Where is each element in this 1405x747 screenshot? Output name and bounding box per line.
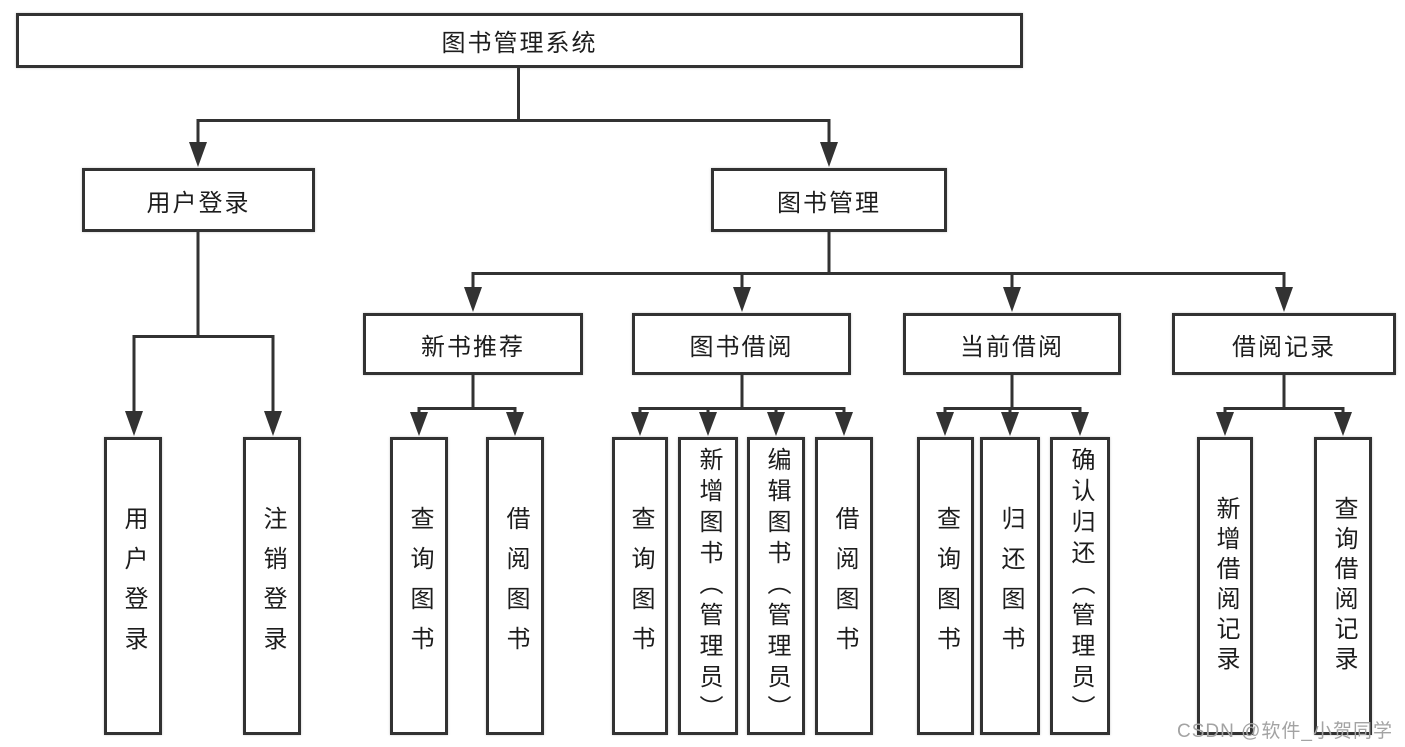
node-label: 注销登录 <box>259 506 286 666</box>
arrow-down-icon <box>410 412 428 436</box>
arrow-down-icon <box>1001 412 1019 436</box>
connector-current-borrowing-branch <box>943 374 1082 416</box>
node-label: 图书管理系统 <box>441 30 598 57</box>
node-label: 用户登录 <box>146 189 251 217</box>
arrow-down-icon <box>464 287 482 312</box>
connector-book-borrowing-branch <box>638 374 846 416</box>
arrow-down-icon <box>125 411 143 436</box>
arrow-down-icon <box>835 412 853 436</box>
node-query-borrow-record: 查询借阅记录 <box>1314 437 1372 735</box>
arrow-down-icon <box>1003 287 1021 312</box>
node-book-management: 图书管理 <box>711 168 947 232</box>
node-label: 确认归还（管理员） <box>1067 446 1094 726</box>
arrow-down-icon <box>1275 287 1293 312</box>
arrow-down-icon <box>1071 412 1089 436</box>
connector-new-book-branch <box>417 374 517 416</box>
node-label: 图书管理 <box>777 189 881 217</box>
node-label: 归还图书 <box>997 506 1024 666</box>
connector-borrowing-records-branch <box>1223 374 1345 416</box>
node-new-book-recommend: 新书推荐 <box>363 313 583 375</box>
watermark: CSDN @软件_小贺同学 <box>1177 721 1393 742</box>
node-query-books-current: 查询图书 <box>917 437 974 735</box>
node-current-borrowing: 当前借阅 <box>903 313 1121 375</box>
arrow-down-icon <box>936 412 954 436</box>
node-label: 借阅图书 <box>502 506 529 666</box>
node-label: 借阅图书 <box>831 506 858 666</box>
arrow-down-icon <box>1334 412 1352 436</box>
node-borrowing-records: 借阅记录 <box>1172 313 1396 375</box>
arrow-down-icon <box>506 412 524 436</box>
arrow-down-icon <box>631 412 649 436</box>
node-logout: 注销登录 <box>243 437 301 735</box>
node-label: 新书推荐 <box>421 333 525 361</box>
node-confirm-return-admin: 确认归还（管理员） <box>1050 437 1110 735</box>
node-label: 查询借阅记录 <box>1330 496 1357 676</box>
node-label: 图书借阅 <box>689 333 794 361</box>
arrow-down-icon <box>767 412 785 436</box>
node-edit-book-admin: 编辑图书（管理员） <box>747 437 805 735</box>
connector-user-login-branch <box>132 231 275 416</box>
node-label: 当前借阅 <box>960 333 1064 361</box>
arrow-down-icon <box>1216 412 1234 436</box>
node-root: 图书管理系统 <box>16 13 1023 68</box>
node-borrow-books-recommend: 借阅图书 <box>486 437 544 735</box>
connector-book-management-branch <box>471 231 1286 292</box>
node-query-books-borrowing: 查询图书 <box>612 437 668 735</box>
node-label: 新增图书（管理员） <box>695 446 722 726</box>
node-return-book: 归还图书 <box>980 437 1040 735</box>
arrow-down-icon <box>189 142 207 167</box>
node-user-login-group: 用户登录 <box>82 168 315 232</box>
node-user-login: 用户登录 <box>104 437 162 735</box>
arrow-down-icon <box>699 412 717 436</box>
node-borrow-books: 借阅图书 <box>815 437 873 735</box>
arrow-down-icon <box>733 287 751 312</box>
node-label: 用户登录 <box>120 506 147 666</box>
node-book-borrowing: 图书借阅 <box>632 313 851 375</box>
node-add-borrow-record: 新增借阅记录 <box>1197 437 1253 735</box>
arrow-down-icon <box>264 411 282 436</box>
node-label: 新增借阅记录 <box>1212 496 1239 676</box>
node-query-books-recommend: 查询图书 <box>390 437 448 735</box>
node-label: 查询图书 <box>627 506 654 666</box>
node-label: 借阅记录 <box>1232 333 1336 361</box>
node-label: 查询图书 <box>406 506 433 666</box>
connector-root-to-level2 <box>196 67 831 148</box>
node-label: 编辑图书（管理员） <box>763 446 790 726</box>
node-add-book-admin: 新增图书（管理员） <box>678 437 738 735</box>
arrow-down-icon <box>820 142 838 167</box>
node-label: 查询图书 <box>932 506 960 666</box>
